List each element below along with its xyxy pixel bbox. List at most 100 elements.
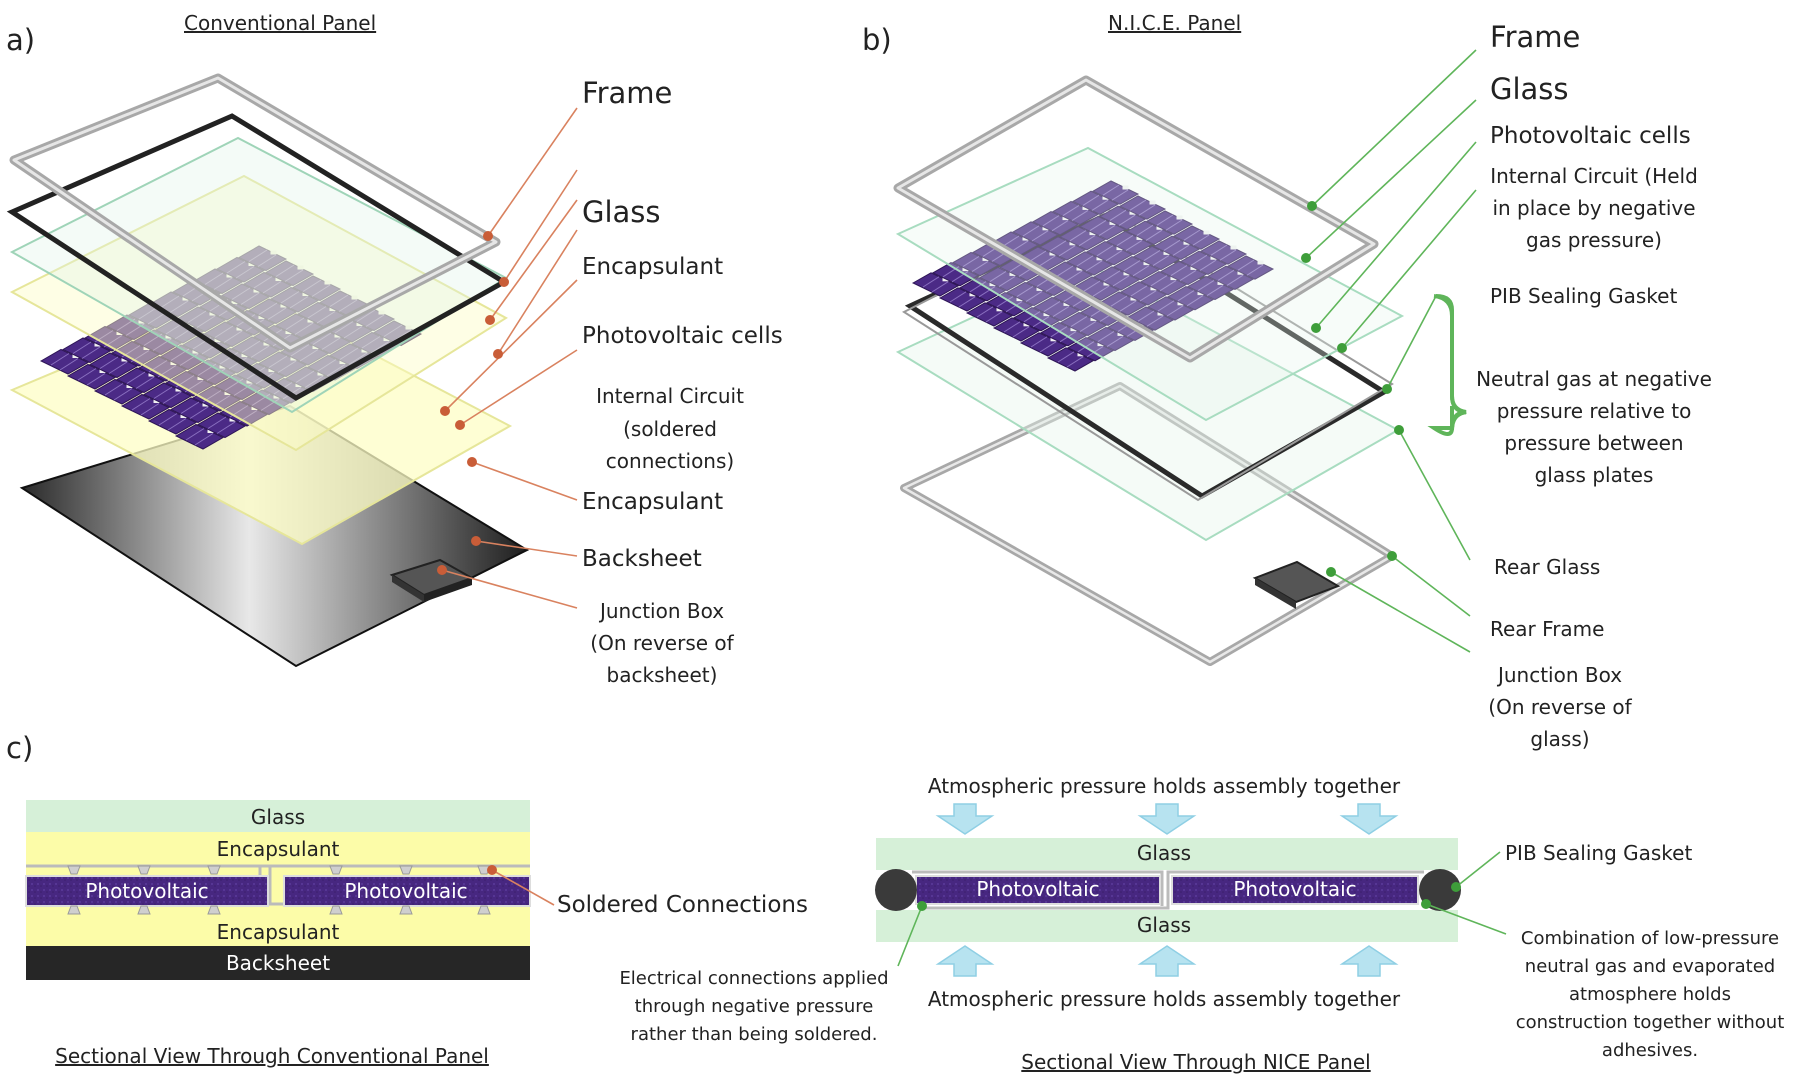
pv-b-busbar (1056, 265, 1074, 277)
pv-a-busbar (304, 375, 324, 388)
pv-b-busbar (1137, 310, 1155, 322)
pv-a-busbar (338, 299, 358, 312)
label-jbox-b-2: (On reverse of (1488, 695, 1632, 719)
sec-nice-pib: PIB Sealing Gasket (1505, 841, 1692, 865)
pv-a-cell (257, 351, 308, 378)
pv-a-cell (196, 412, 247, 439)
pv-a-cell (181, 332, 232, 359)
pv-b-cell (1058, 226, 1107, 251)
label-circuit-a-2: (soldered (623, 417, 717, 441)
pv-a-cell (171, 279, 222, 306)
pv-a-busbar (187, 310, 207, 323)
pv-a-busbar (216, 421, 236, 434)
pv-a-busbar (219, 352, 239, 365)
pv-b-busbar (1112, 275, 1130, 287)
pv-b-busbar (1097, 330, 1115, 343)
pv-b-busbar (1179, 269, 1197, 282)
pv-a-cell (115, 367, 166, 394)
pv-a-cell (142, 382, 193, 409)
pv-b-connection-pad (1257, 260, 1264, 265)
pv-a-cell (169, 397, 220, 424)
leaders-b (1305, 49, 1477, 653)
bracket-b-tail (1450, 410, 1467, 429)
pv-b-busbar (1132, 265, 1150, 277)
pv-a-busbar (158, 413, 178, 426)
pv-b-busbar (1166, 305, 1184, 317)
sec-conv-backsheet: Backsheet (226, 951, 330, 975)
pv-b-busbar (1016, 285, 1034, 298)
pv-b-busbar (1106, 335, 1124, 348)
pv-a-cell (39, 348, 90, 375)
pv-a-busbar (167, 418, 187, 431)
pv-b-busbar (1226, 274, 1244, 286)
pv-b-cell (1098, 205, 1147, 230)
pv-b-busbar (1150, 275, 1168, 287)
pv-a-busbar (108, 361, 128, 374)
pv-a-cell (93, 378, 144, 405)
pv-a-busbar (267, 307, 287, 320)
label-circuit-a-3: connections) (606, 449, 734, 473)
sec-nice-glass-top-rect (876, 838, 1458, 870)
pv-b-busbar (1219, 249, 1237, 261)
pv-b-busbar (1062, 204, 1080, 217)
pv-b-busbar (1092, 285, 1110, 297)
pv-cells-b (911, 180, 1275, 372)
pv-b-busbar (1031, 230, 1049, 242)
pv-a-busbar (277, 360, 297, 373)
pv-a-busbar (213, 277, 233, 290)
pv-b-busbar (1170, 264, 1188, 277)
pv-b-busbar (1032, 316, 1050, 328)
sec-conv-encap-top: Encapsulant (217, 837, 340, 861)
pv-b-busbar (978, 286, 996, 298)
pv-b-busbar (1103, 270, 1121, 282)
pv-b-busbar (969, 281, 987, 293)
pv-a-busbar (228, 357, 248, 370)
pv-b-busbar (1183, 229, 1201, 241)
pv-b-cell (1099, 291, 1148, 316)
label-pv-cells-b: Photovoltaic cells (1490, 123, 1691, 149)
section-glass (26, 800, 530, 832)
pv-a-connection-pad (351, 295, 358, 300)
frame-a-highlight (12, 76, 498, 350)
pv-a-busbar (104, 383, 124, 396)
pv-a-busbar (113, 388, 133, 401)
pv-b-busbar (971, 260, 989, 273)
pv-b-cell (1105, 230, 1154, 256)
pv-a-cell (88, 352, 139, 379)
leader-dots-b (1301, 201, 1404, 577)
pv-a-cell (215, 256, 266, 283)
pv-a-cell (105, 314, 156, 341)
pv-cells-a (39, 245, 423, 450)
pv-a-cell (218, 400, 269, 427)
pv-a-busbar (160, 295, 180, 308)
pv-a-busbar (383, 324, 403, 337)
pv-b-cell (1019, 332, 1068, 357)
pv-b-cell (1011, 221, 1060, 246)
pv-a-busbar (169, 300, 189, 313)
pv-a-busbar (285, 317, 305, 330)
pv-b-cell (1139, 271, 1188, 296)
pv-b-busbar (1069, 230, 1087, 242)
pv-b-busbar (1237, 259, 1255, 271)
pv-a-cell (137, 355, 188, 382)
sec-nice-comb-2: neutral gas and evaporated (1525, 956, 1775, 977)
solder-joints (67, 865, 491, 915)
pv-a-busbar (284, 269, 304, 282)
pv-a-connection-pad (405, 325, 412, 330)
pv-a-busbar (356, 309, 376, 322)
pv-b-busbar (962, 255, 980, 268)
pv-b-busbar (1071, 209, 1089, 222)
sec-conv-pv-right: Photovoltaic (344, 879, 467, 903)
pv-b-busbar (1058, 245, 1076, 257)
pv-b-cell (1119, 281, 1168, 306)
pv-b-busbar (1039, 341, 1057, 353)
pv-b-busbar (1130, 285, 1148, 297)
pv-a-busbar (204, 272, 224, 285)
pv-b-busbar (1052, 305, 1070, 318)
pv-b-busbar (1138, 204, 1156, 216)
sec-nice-comb-4: construction together without (1516, 1012, 1785, 1033)
pv-b-connection-pad (1230, 245, 1237, 250)
pv-a-cell (154, 317, 205, 344)
pv-b-busbar (1083, 280, 1101, 292)
